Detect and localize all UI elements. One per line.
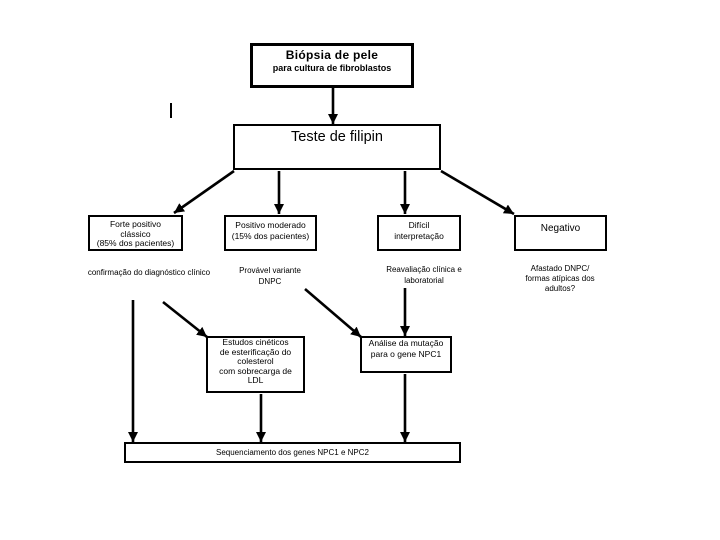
mutation-analysis-line-2: para o gene NPC1 (370, 349, 442, 359)
reevaluation-line-2: laboratorial (404, 275, 444, 285)
outcome-reevaluation: Reavaliação clínica e laboratorial (374, 264, 474, 286)
node-filipin-test: Teste de filipin (233, 124, 441, 170)
node-kinetic-studies: Estudos cinéticos de esterificação do co… (206, 336, 305, 393)
negative-line-1: Negativo (540, 223, 581, 234)
text-cursor-icon (170, 103, 172, 118)
difficult-interpretation-line-2: interpretação (394, 230, 444, 241)
probable-variant-line-2: DNPC (258, 276, 282, 286)
skin-biopsy-title: Biópsia de pele (285, 48, 379, 62)
arrow-variant-to-mutation-analysis (304, 288, 362, 338)
node-mutation-analysis: Análise da mutação para o gene NPC1 (360, 336, 452, 373)
arrow-filipin-to-strong-positive (173, 169, 235, 215)
npc-ruled-out-line-1: Afastado DNPC/ (530, 264, 590, 273)
reevaluation-line-1: Reavaliação clínica e (386, 264, 462, 274)
outcome-probable-variant: Provável variante DNPC (220, 265, 320, 287)
npc-ruled-out-line-2: formas atípicas dos (525, 274, 595, 283)
node-result-difficult-interpretation: Difícil interpretação (377, 215, 461, 251)
kinetic-studies-line-5: LDL (247, 375, 264, 386)
node-skin-biopsy: Biópsia de pele para cultura de fibrobla… (250, 43, 414, 88)
kinetic-studies-line-2: de esterificação do (219, 346, 292, 357)
node-result-negative: Negativo (514, 215, 607, 251)
kinetic-studies-line-1: Estudos cinéticos (222, 337, 289, 347)
arrow-filipin-to-negative (440, 169, 515, 216)
clinical-confirmation-line-1: confirmação do diagnóstico clínico (87, 268, 211, 277)
filipin-test-title: Teste de filipin (291, 129, 383, 145)
arrow-confirmation-to-kinetic-studies (162, 300, 208, 339)
gene-sequencing-title: Sequenciamento dos genes NPC1 e NPC2 (216, 447, 369, 457)
node-result-moderate-positive: Positivo moderado (15% dos pacientes) (224, 215, 317, 251)
outcome-clinical-confirmation: confirmação do diagnóstico clínico (74, 267, 224, 278)
moderate-positive-line-2: (15% dos pacientes) (231, 230, 310, 241)
kinetic-studies-line-4: com sobrecarga de (219, 365, 292, 376)
strong-positive-line-2: clássico (120, 228, 151, 239)
node-gene-sequencing: Sequenciamento dos genes NPC1 e NPC2 (124, 442, 461, 463)
kinetic-studies-line-3: colesterol (237, 356, 274, 367)
difficult-interpretation-line-1: Difícil (408, 220, 430, 230)
outcome-npc-ruled-out: Afastado DNPC/ formas atípicas dos adult… (510, 264, 610, 294)
probable-variant-line-1: Provável variante (239, 265, 301, 275)
moderate-positive-line-1: Positivo moderado (235, 220, 306, 230)
strong-positive-line-3: (85% dos pacientes) (96, 238, 175, 248)
mutation-analysis-line-1: Análise da mutação (368, 338, 444, 348)
skin-biopsy-subtitle: para cultura de fibroblastos (272, 63, 392, 73)
npc-ruled-out-line-3: adultos? (544, 284, 576, 293)
node-result-strong-positive: Forte positivo clássico (85% dos pacient… (88, 215, 183, 251)
strong-positive-line-1: Forte positivo (109, 219, 162, 229)
